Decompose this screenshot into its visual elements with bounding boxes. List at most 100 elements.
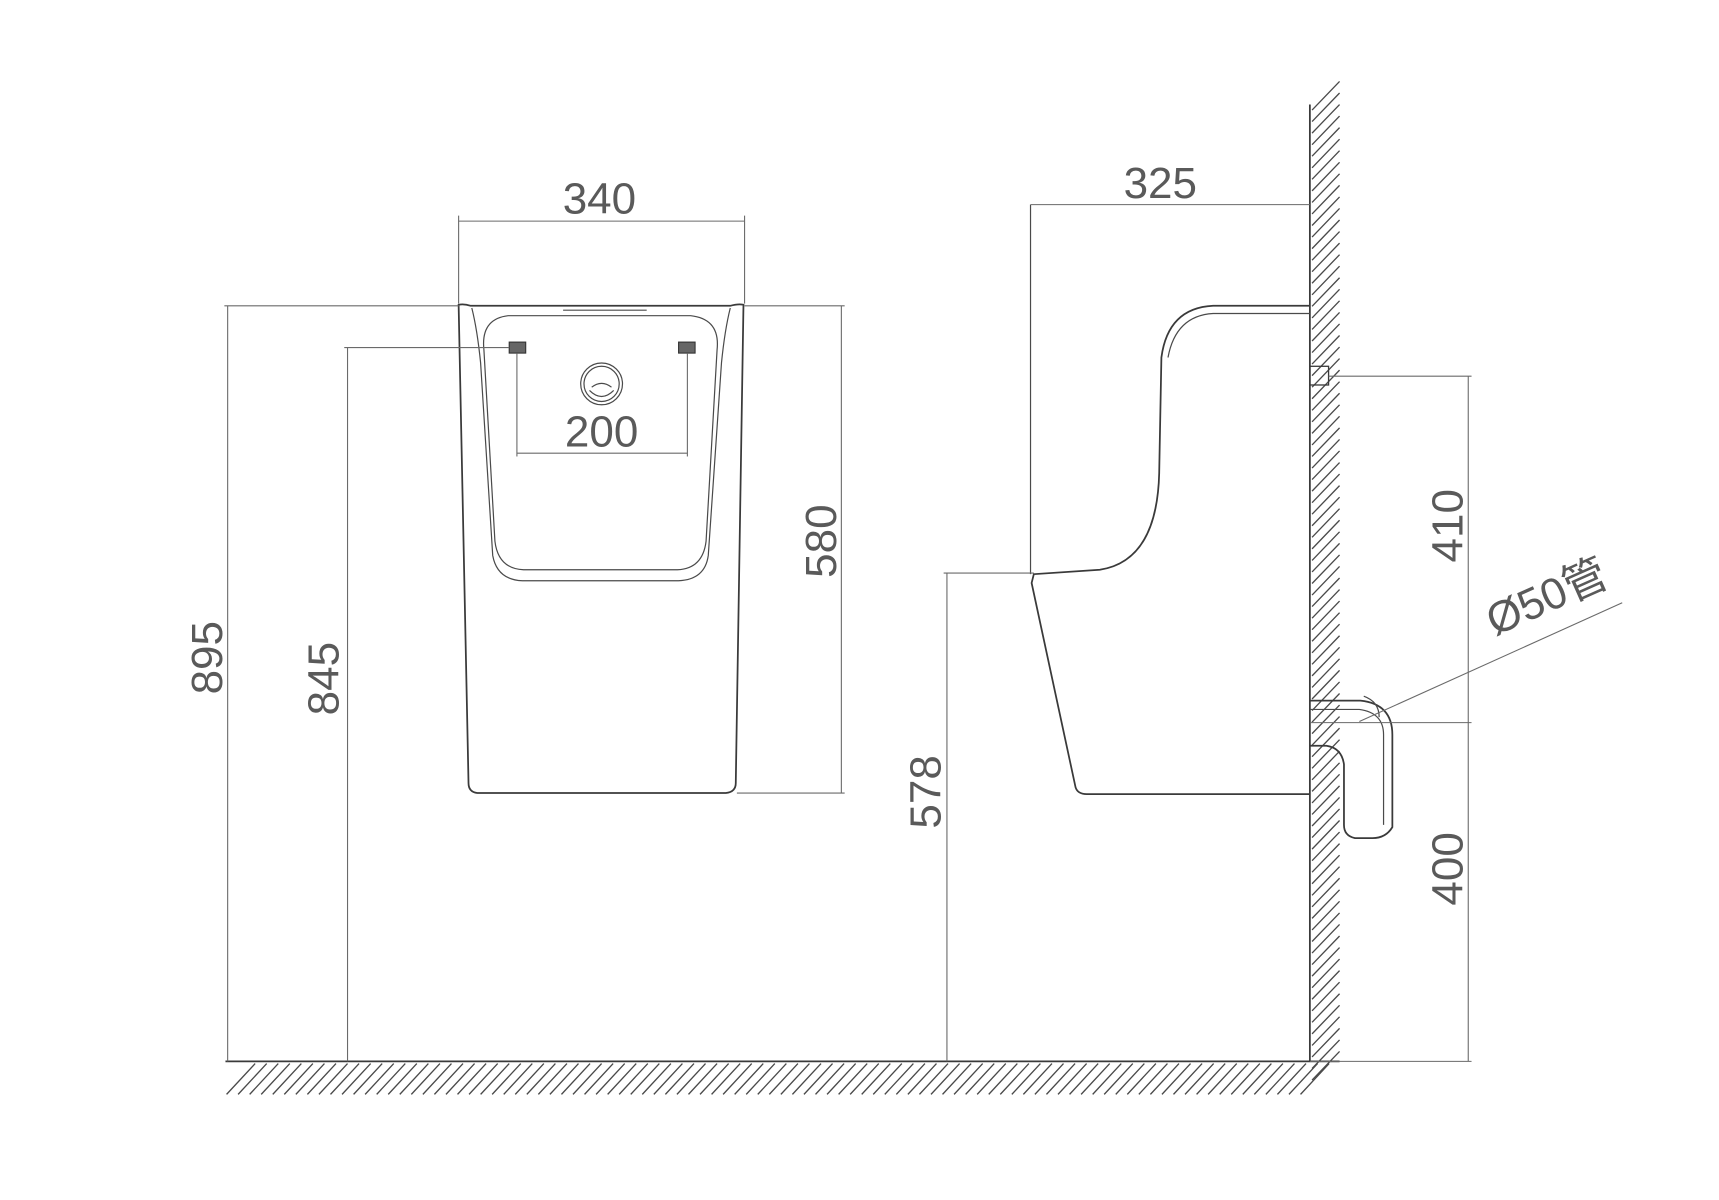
urinal-side-profile: [1030, 304, 1310, 795]
wall-hatch-line: [1311, 912, 1341, 942]
wall-hatch-line: [1311, 138, 1341, 169]
floor-hatch-line: [1253, 1063, 1284, 1095]
floor-hatch-line: [1057, 1063, 1088, 1095]
wall-hatch-line: [1311, 716, 1341, 746]
floor-hatch-line: [803, 1063, 834, 1095]
dimension-inlet-to-outlet: 410: [1309, 375, 1473, 724]
wall-hatch-line: [1311, 323, 1341, 354]
floor-hatch-line: [641, 1063, 672, 1095]
floor-hatch-line: [341, 1063, 372, 1095]
mounting-bracket-left: [508, 341, 527, 354]
floor-hatch-line: [849, 1063, 880, 1095]
floor-hatch-line: [387, 1063, 418, 1095]
floor-hatch-line: [1207, 1063, 1238, 1095]
wall-hatch-line: [1311, 242, 1341, 273]
floor-hatch-line: [353, 1063, 383, 1095]
wall-hatch-line: [1311, 1016, 1341, 1046]
wall-hatch-line: [1311, 346, 1341, 377]
floor-hatch-line: [815, 1063, 845, 1095]
floor-hatch-line: [1219, 1063, 1249, 1095]
floor-hatch-line: [1230, 1063, 1261, 1095]
urinal-front-inner-rim: [471, 307, 731, 582]
floor-hatch-line: [330, 1063, 360, 1095]
wall-hatch-line: [1311, 519, 1341, 550]
wall-hatch-line: [1311, 265, 1341, 296]
floor-hatch-line: [630, 1063, 660, 1095]
wall-hatch-line: [1311, 450, 1341, 481]
wall-hatch-line: [1311, 161, 1341, 192]
wall-hatch-line: [1311, 554, 1341, 584]
wall-hatch-line: [1311, 311, 1341, 342]
dimension-body-height: 580: [736, 305, 846, 794]
wall-hatch-line: [1311, 462, 1341, 492]
dimension-total-height-label: 895: [183, 621, 232, 694]
floor-hatch-line: [653, 1063, 683, 1095]
urinal-front-bowl: [482, 315, 718, 571]
floor-hatch-line: [895, 1063, 926, 1095]
floor-hatch-line: [226, 1063, 256, 1095]
wall-hatch-line: [1311, 981, 1341, 1012]
floor-hatch-line: [757, 1063, 787, 1095]
wall-hatch-line: [1311, 415, 1341, 446]
floor-hatch-line: [237, 1063, 268, 1095]
floor-hatch-line: [664, 1063, 695, 1095]
floor-hatch-line: [399, 1063, 429, 1095]
wall-hatch-line: [1311, 104, 1341, 134]
drain-pipe-bend: [1363, 695, 1380, 718]
wall-hatch-line: [1311, 542, 1341, 573]
front-view: [457, 303, 745, 794]
floor-hatch-line: [1138, 1063, 1168, 1095]
floor-hatch-line: [687, 1063, 718, 1095]
wall-hatch-line: [1311, 92, 1341, 123]
floor-hatch-line: [306, 1063, 337, 1095]
drain-pipe-inner: [1309, 708, 1385, 825]
dimension-bracket-height-label: 845: [300, 642, 349, 715]
floor-hatch-line: [918, 1063, 949, 1095]
wall-hatch-line: [1311, 658, 1341, 688]
wall-hatch-line: [1311, 381, 1341, 411]
floor-hatch-line: [1022, 1063, 1053, 1095]
floor-hatch-line: [1300, 1063, 1330, 1095]
floor-hatch-line: [1045, 1063, 1076, 1095]
floor-hatch-line: [514, 1063, 545, 1095]
floor-hatch-line: [711, 1063, 741, 1095]
floor-hatch-line: [1103, 1063, 1134, 1095]
floor-hatch-line: [1092, 1063, 1122, 1095]
wall-hatch-line: [1311, 231, 1341, 261]
wall-hatch-line: [1311, 485, 1341, 515]
wall-hatch-line: [1311, 184, 1341, 215]
floor-hatch-line: [1265, 1063, 1295, 1095]
floor-hatch-line: [907, 1063, 937, 1095]
urinal-front-body: [457, 303, 745, 794]
floor-hatch-line: [526, 1063, 556, 1095]
floor-hatch-line: [618, 1063, 649, 1095]
wall-hatch-line: [1311, 254, 1341, 284]
wall-hatch-line: [1311, 727, 1341, 758]
floor-hatch-line: [976, 1063, 1007, 1095]
floor-hatch-line: [999, 1063, 1030, 1095]
floor-hatch-line: [1126, 1063, 1157, 1095]
mounting-bracket-right: [678, 341, 696, 354]
wall-hatch-line: [1311, 80, 1341, 111]
floor-hatch-line: [1080, 1063, 1111, 1095]
wall-hatch-line: [1311, 1039, 1341, 1069]
floor-hatch: [226, 1063, 1330, 1095]
dimension-side-depth: 325: [1030, 159, 1310, 208]
floor-hatch-line: [1196, 1063, 1226, 1095]
wall-hatch-line: [1311, 669, 1341, 700]
wall-hatch-line: [1311, 404, 1341, 434]
wall-hatch-line: [1311, 1027, 1341, 1058]
side-view: [1029, 204, 1394, 839]
floor-hatch-line: [965, 1063, 995, 1095]
wall-hatch-line: [1311, 646, 1341, 677]
floor-hatch-line: [1173, 1063, 1203, 1095]
wall-hatch-line: [1311, 473, 1341, 504]
floor-hatch-line: [549, 1063, 579, 1095]
dimension-inlet-to-outlet-label: 410: [1424, 489, 1473, 562]
floor-hatch-line: [953, 1063, 984, 1095]
wall-hatch-line: [1311, 300, 1341, 330]
floor-hatch-line: [249, 1063, 279, 1095]
floor-hatch-line: [734, 1063, 764, 1095]
wall-hatch-line: [1311, 693, 1341, 723]
wall-hatch-line: [1311, 335, 1341, 365]
